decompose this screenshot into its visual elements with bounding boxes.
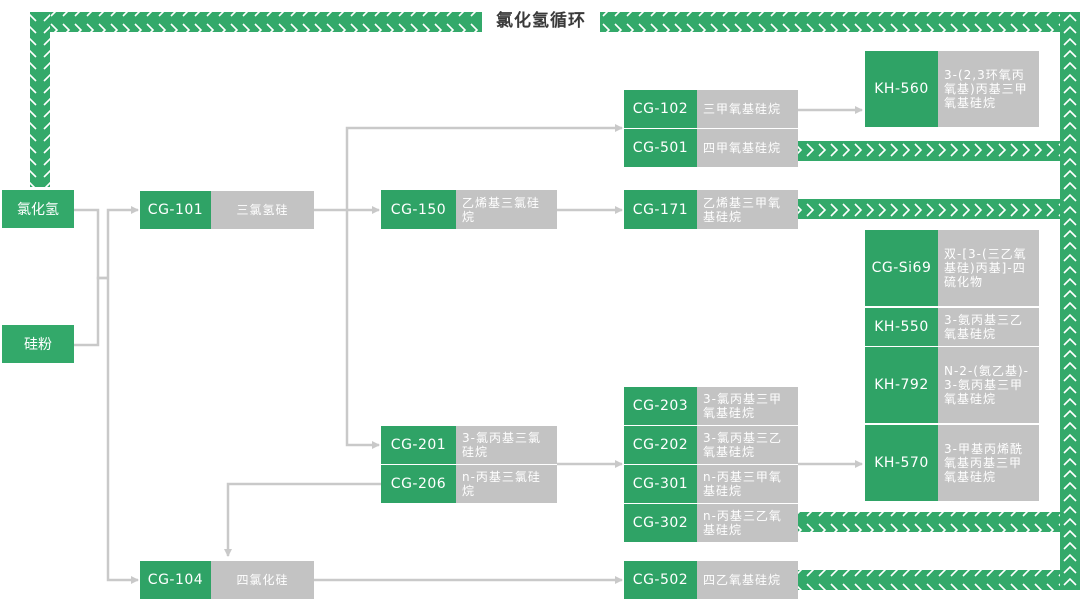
node-cg-171-name: 乙烯基三甲氧基硅烷 [697, 190, 798, 229]
node-cg-203-code: CG-203 [624, 387, 697, 425]
node-cg-301-name: n-丙基三甲氧基硅烷 [697, 465, 798, 503]
node-cg-102-name: 三甲氧基硅烷 [697, 90, 798, 128]
node-kh-792-code: KH-792 [865, 347, 938, 423]
node-cg-171-code: CG-171 [624, 190, 697, 229]
node-kh-570-code: KH-570 [865, 425, 938, 501]
node-cg-101-name: 三氯氢硅 [211, 191, 314, 229]
node-kh-560-code: KH-560 [865, 51, 938, 127]
node-kh-550-code: KH-550 [865, 308, 938, 346]
node-cg-150-name: 乙烯基三氯硅烷 [456, 190, 557, 229]
node-kh-560-name: 3-(2,3环氧丙氧基)丙基三甲氧基硅烷 [938, 51, 1039, 127]
node-kh-550-name: 3-氨丙基三乙氧基硅烷 [938, 308, 1039, 346]
node-cg-206-name: n-丙基三氯硅烷 [456, 465, 557, 503]
node-cg-201-name: 3-氯丙基三氯硅烷 [456, 426, 557, 464]
node-cg-102-code: CG-102 [624, 90, 697, 128]
connectors [74, 106, 863, 584]
node-cg-302-name: n-丙基三乙氧基硅烷 [697, 504, 798, 542]
recycle-title: 氯化氢循环 [482, 6, 600, 36]
node-cg-301-code: CG-301 [624, 465, 697, 503]
node-cg-104-code: CG-104 [140, 561, 211, 599]
node-cg-502-name: 四乙氧基硅烷 [697, 561, 798, 599]
node-cg-302-code: CG-302 [624, 504, 697, 542]
node-cg-150-code: CG-150 [381, 190, 456, 229]
node-kh-570-name: 3-甲基丙烯酰氧基丙基三甲氧基硅烷 [938, 425, 1039, 501]
node-cg-501-name: 四甲氧基硅烷 [697, 129, 798, 167]
node-cg-206-code: CG-206 [381, 465, 456, 503]
node-cg-101-code: CG-101 [140, 191, 211, 229]
connector-hcl [74, 208, 108, 280]
source-si-powder: 硅粉 [2, 325, 74, 363]
node-cg-203-name: 3-氯丙基三甲氧基硅烷 [697, 387, 798, 425]
node-cg-501-code: CG-501 [624, 129, 697, 167]
connector-to-cg104 [106, 278, 139, 584]
node-cg-202-name: 3-氯丙基三乙氧基硅烷 [697, 426, 798, 464]
connector-cg101-cg201 [345, 210, 380, 449]
node-cg-201-code: CG-201 [381, 426, 456, 464]
node-cg-202-code: CG-202 [624, 426, 697, 464]
connector-to-cg101 [106, 206, 139, 278]
connector-cg206-cg104 [224, 482, 381, 557]
source-hcl: 氯化氢 [2, 190, 74, 228]
node-cg-si69-name: 双-[3-(三乙氧基硅)丙基]-四硫化物 [938, 230, 1039, 306]
node-cg-104-name: 四氯化硅 [211, 561, 314, 599]
node-cg-si69-code: CG-Si69 [865, 230, 938, 306]
node-kh-792-name: N-2-(氨乙基)-3-氨丙基三甲氧基硅烷 [938, 347, 1039, 423]
hcl-recycle-loop [30, 12, 1080, 590]
node-cg-502-code: CG-502 [624, 561, 697, 599]
connector-si [74, 276, 108, 347]
connector-cg101-cg102 [345, 124, 623, 210]
